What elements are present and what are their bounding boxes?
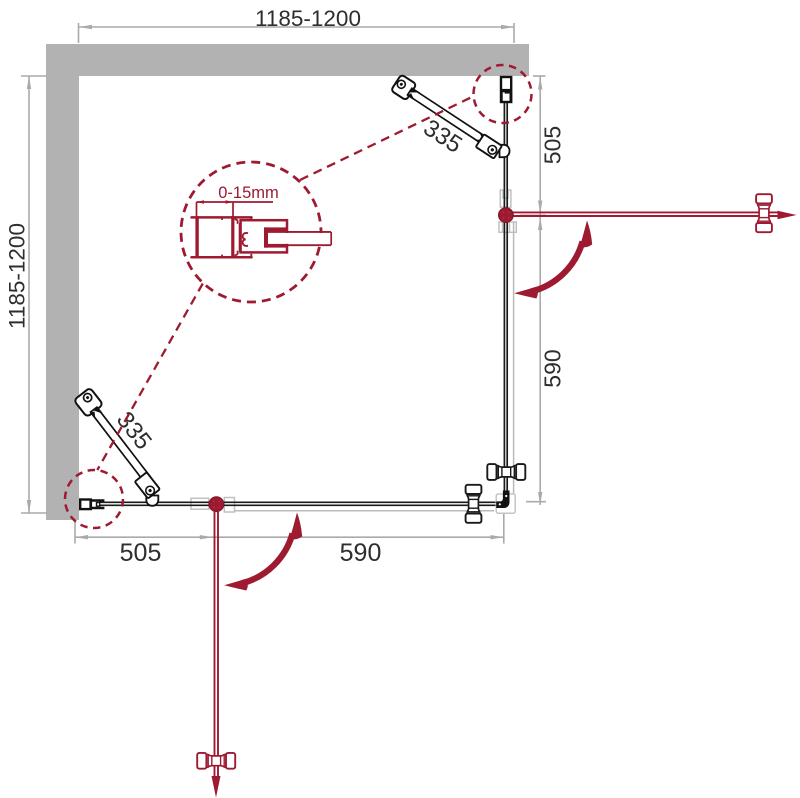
svg-text:0-15mm: 0-15mm — [218, 184, 279, 202]
svg-text:505: 505 — [540, 126, 566, 164]
svg-text:1185-1200: 1185-1200 — [5, 223, 30, 329]
svg-text:590: 590 — [340, 539, 382, 567]
svg-text:1185-1200: 1185-1200 — [255, 6, 361, 31]
svg-text:505: 505 — [120, 539, 162, 567]
svg-text:590: 590 — [540, 349, 566, 387]
